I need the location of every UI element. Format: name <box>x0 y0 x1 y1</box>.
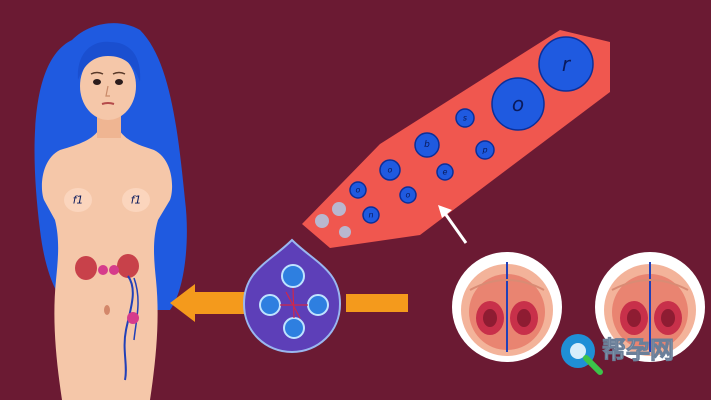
embryo-section-right <box>595 252 705 362</box>
egg-cell-circle <box>491 77 545 131</box>
right-eyebrow <box>112 71 126 75</box>
uterus-dot-1 <box>98 265 108 275</box>
egg-cell-circle <box>399 186 417 204</box>
drop-cell-left <box>259 294 281 316</box>
right-breast-label: f1 <box>131 194 142 207</box>
female-figure: f1 f1 <box>34 23 187 400</box>
egg-cell-label: r <box>562 52 572 76</box>
arrow-left <box>170 284 246 322</box>
egg-cell: o <box>491 77 545 131</box>
watermark: 帮孕网 <box>561 334 674 375</box>
fallopian-tube: r o s b p o e o o n <box>302 30 610 248</box>
drop-cell-bottom <box>283 317 305 339</box>
egg-cell: o <box>399 186 417 204</box>
q-logo-icon <box>561 334 603 375</box>
left-breast <box>64 188 92 212</box>
egg-cell-label: o <box>356 186 361 195</box>
mouth <box>101 102 115 105</box>
egg-cell-circle <box>538 36 594 92</box>
egg-cell-circle <box>349 181 367 199</box>
egg-cell: b <box>414 132 440 158</box>
blood-vessel-2 <box>133 277 139 341</box>
right-ovary <box>117 254 139 278</box>
egg-cell: s <box>455 108 475 128</box>
white-arrow <box>438 205 468 244</box>
drop-cell-right <box>307 294 329 316</box>
drop-outline <box>242 238 342 354</box>
egg-cell: r <box>538 36 594 92</box>
egg-cell: p <box>475 140 495 160</box>
drop-cell-top <box>281 264 305 288</box>
egg-cell-label: b <box>424 140 430 150</box>
egg-cell-label: s <box>463 114 467 123</box>
navel <box>104 305 110 315</box>
left-ovary <box>75 256 97 280</box>
egg-cell: o <box>379 159 401 181</box>
hair-front <box>77 41 141 82</box>
egg-cell: e <box>436 163 454 181</box>
egg-cell-circle <box>455 108 475 128</box>
arrow-bar-right <box>346 294 408 312</box>
cell-drop <box>242 238 342 354</box>
egg-cell-circle <box>379 159 401 181</box>
left-eye <box>93 79 101 85</box>
tube-cell-grey-2 <box>332 202 346 216</box>
blood-vessel <box>123 275 134 381</box>
egg-cell-label: p <box>481 146 487 155</box>
egg-cell: o <box>349 181 367 199</box>
egg-cell-label: o <box>406 191 411 200</box>
egg-cell-label: o <box>388 166 393 175</box>
torso <box>41 128 173 400</box>
egg-cell-circle <box>436 163 454 181</box>
egg-cell-circle <box>475 140 495 160</box>
vessel-node <box>127 312 139 324</box>
egg-cell: n <box>362 206 380 224</box>
tube-cell-grey-3 <box>339 226 351 238</box>
egg-cell-label: n <box>368 211 373 220</box>
egg-cell-label: e <box>443 168 448 177</box>
right-eye <box>115 79 123 85</box>
left-breast-label: f1 <box>73 194 84 207</box>
uterus-dot-2 <box>109 265 119 275</box>
right-breast <box>122 188 150 212</box>
watermark-text: 帮孕网 <box>602 336 674 364</box>
egg-cell-circle <box>414 132 440 158</box>
embryo-section-left <box>452 252 562 362</box>
tube-cells: r o s b p o e o o n <box>349 36 594 224</box>
drop-vessels <box>280 287 308 319</box>
egg-cell-label: o <box>512 92 524 116</box>
egg-cell-circle <box>362 206 380 224</box>
nose <box>105 85 110 97</box>
left-eyebrow <box>90 71 104 75</box>
tube-cell-grey-1 <box>315 214 329 228</box>
